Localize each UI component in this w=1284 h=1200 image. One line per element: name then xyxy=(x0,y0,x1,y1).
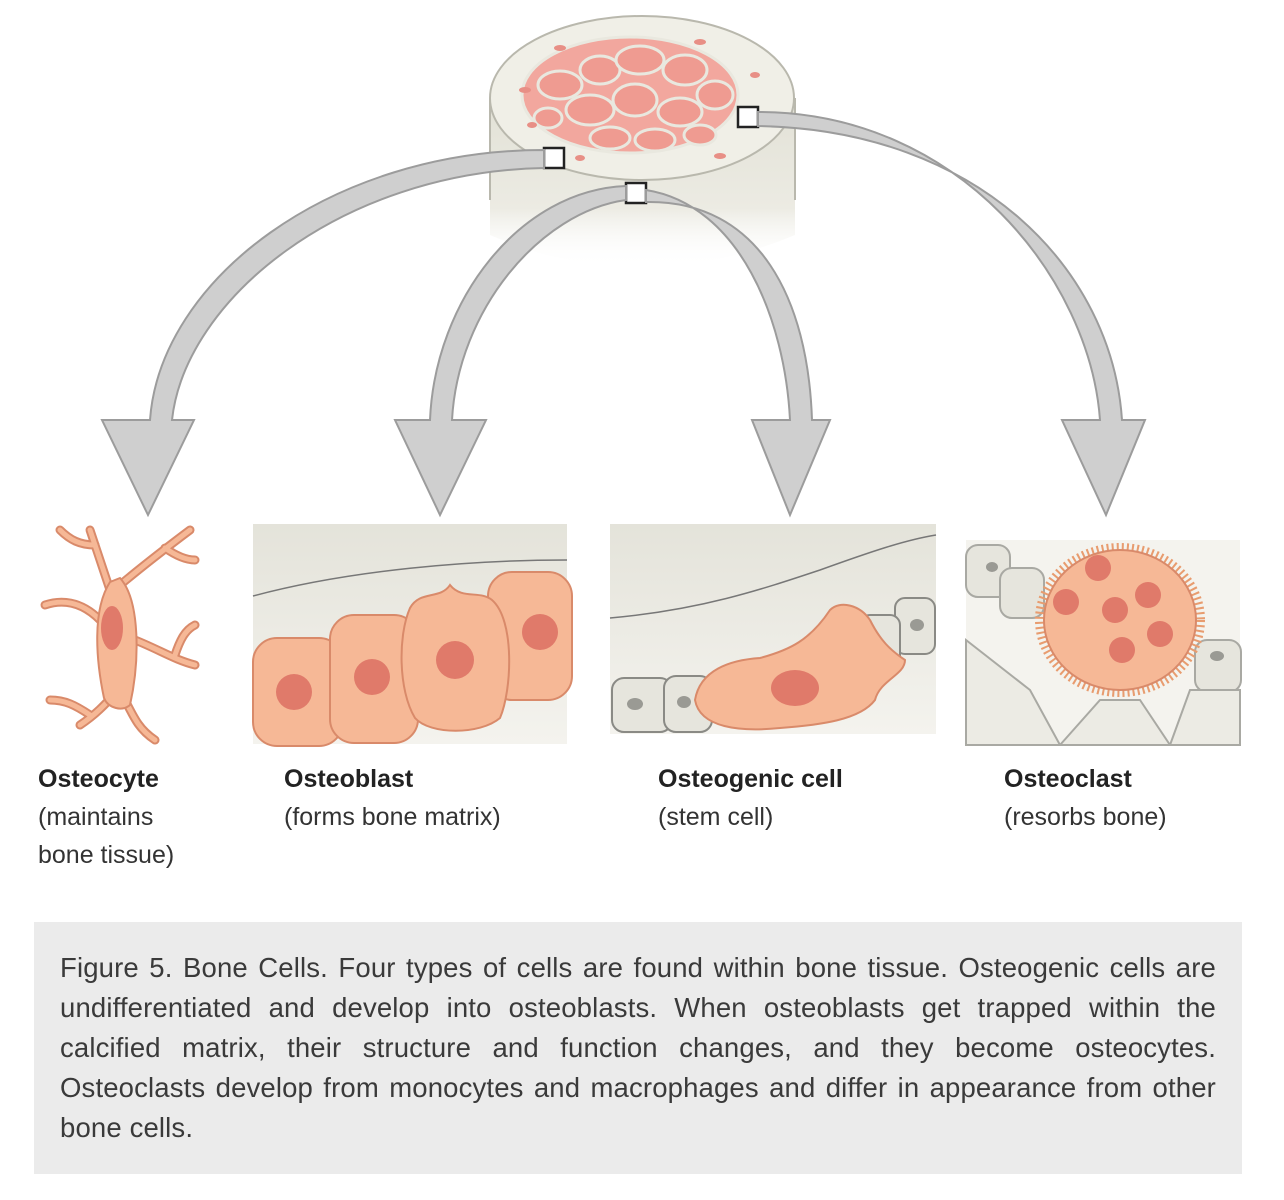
osteogenic-cell-illustration xyxy=(609,524,937,734)
osteoblast-name: Osteoblast xyxy=(284,765,414,793)
osteocyte-illustration xyxy=(40,525,200,745)
osteoclast-name: Osteoclast xyxy=(1004,765,1132,793)
arrow-to-osteogenic-cell xyxy=(645,188,832,518)
osteoclast-description: (resorbs bone) xyxy=(1004,803,1167,831)
figure-caption-box: Figure 5. Bone Cells. Four types of cell… xyxy=(34,922,1242,1174)
osteoblast-description: (forms bone matrix) xyxy=(284,803,501,831)
osteogenic-cell-name: Osteogenic cell xyxy=(658,765,843,793)
bone-marrow-region xyxy=(520,35,740,155)
osteoclast-illustration xyxy=(965,540,1242,746)
osteoblast-nucleus xyxy=(522,614,558,650)
osteocyte-label: Osteocyte (maintains bone tissue) xyxy=(38,760,174,874)
sample-box-left xyxy=(542,146,566,170)
figure-caption: Figure 5. Bone Cells. Four types of cell… xyxy=(60,952,1216,1143)
osteocyte-description-line2: bone tissue) xyxy=(38,841,175,869)
osteoclast-label: Osteoclast (resorbs bone) xyxy=(1004,760,1167,836)
sample-box-center xyxy=(624,181,648,205)
osteogenic-cell-label: Osteogenic cell (stem cell) xyxy=(658,760,843,836)
osteogenic-cell-description: (stem cell) xyxy=(658,803,774,831)
osteocyte-description-line1: (maintains xyxy=(38,803,154,831)
osteocyte-nucleus xyxy=(101,606,123,650)
bone-cross-section xyxy=(489,15,796,268)
arrow-to-osteocyte xyxy=(100,148,545,518)
osteoblast-label: Osteoblast (forms bone matrix) xyxy=(284,760,501,836)
osteocyte-name: Osteocyte xyxy=(38,765,159,793)
bone-cells-diagram xyxy=(40,15,1242,747)
sample-box-right xyxy=(736,105,760,129)
osteogenic-nucleus xyxy=(771,670,819,706)
arrow-to-osteoclast xyxy=(757,110,1147,518)
osteoblast-illustration xyxy=(252,524,573,747)
osteoclast-nucleus xyxy=(1085,555,1111,581)
arrow-to-osteoblast xyxy=(393,184,627,518)
